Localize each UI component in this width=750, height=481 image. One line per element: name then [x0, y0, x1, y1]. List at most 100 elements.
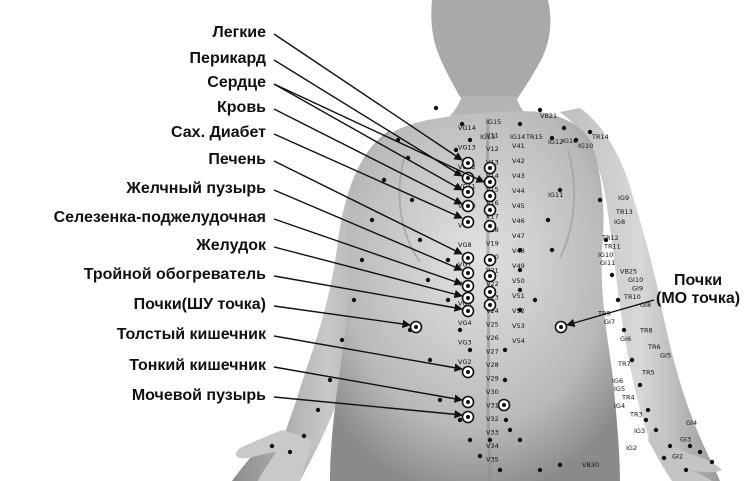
spine-ring-marker-center-center: [488, 166, 492, 170]
sacral-ring-center: [502, 403, 506, 407]
back-acupoint: [468, 138, 472, 142]
spine-ring-marker-center-center: [488, 180, 492, 184]
point-code-v-outer: V46: [512, 217, 525, 225]
arm-acupoint: [288, 450, 292, 454]
back-acupoint: [468, 348, 472, 352]
spine-ring-marker-center-center: [488, 194, 492, 198]
point-code-shoulder: IG13: [480, 133, 495, 141]
back-acupoint: [562, 126, 566, 130]
label-liver: Печень: [208, 151, 266, 169]
label-bladder: Мочевой пузырь: [132, 387, 266, 405]
point-code-arm: IG4: [614, 402, 625, 410]
arm-acupoint: [328, 378, 332, 382]
point-code-shoulder: IG9: [618, 194, 629, 202]
arm-acupoint: [360, 258, 364, 262]
label-triple-heater: Тройной обогреватель: [84, 266, 266, 284]
point-code-arm: IG5: [614, 385, 625, 393]
point-code-v-outer: V42: [512, 157, 525, 165]
point-code-arm: TR8: [639, 326, 653, 334]
point-code-arm: GI7: [604, 318, 615, 326]
spine-ring-marker-center: [466, 256, 470, 260]
point-code-v: V19: [486, 240, 499, 248]
point-code-v: V35: [486, 456, 499, 464]
spine-ring-marker-center: [466, 284, 470, 288]
point-code-vg: VG8: [458, 241, 472, 249]
point-code-arm: IG3: [634, 427, 645, 435]
arm-acupoint: [622, 328, 626, 332]
point-code-v: V33: [486, 429, 499, 437]
spine-ring-marker-center-center: [488, 258, 492, 262]
arm-acupoint: [610, 273, 614, 277]
point-code-v-outer: V54: [512, 337, 525, 345]
point-code-shoulder: TR13: [615, 208, 633, 216]
point-code-arm: TR5: [641, 368, 655, 376]
point-code-v-outer: V47: [512, 232, 525, 240]
point-code-v: V25: [486, 321, 499, 329]
label-kidneys-mo: Почки (МО точка): [656, 272, 740, 308]
point-code-v-outer: V44: [512, 187, 525, 195]
back-acupoint: [428, 358, 432, 362]
label-kidneys-mo-line1: Почки: [656, 272, 740, 290]
point-code-vg: VG13: [458, 144, 476, 152]
point-code-arm: VB30: [582, 461, 599, 469]
back-acupoint: [454, 148, 458, 152]
point-code-arm: GI2: [672, 452, 683, 460]
back-acupoint: [538, 468, 542, 472]
arm-acupoint: [710, 460, 714, 464]
label-kidneys-shu: Почки(ШУ точка): [134, 296, 266, 314]
back-acupoint: [418, 238, 422, 242]
point-code-arm: TR6: [647, 343, 661, 351]
point-code-v-outer: V53: [512, 322, 525, 330]
back-acupoint: [518, 308, 522, 312]
back-acupoint: [518, 122, 522, 126]
spine-ring-marker-center: [466, 370, 470, 374]
spine-ring-marker-center: [466, 415, 470, 419]
point-code-v: V34: [486, 442, 499, 450]
point-code-v-outer: V50: [512, 277, 525, 285]
arm-acupoint: [270, 444, 274, 448]
arm-acupoint: [302, 434, 306, 438]
label-kidneys-mo-line2: (МО точка): [656, 290, 740, 308]
arm-acupoint: [370, 218, 374, 222]
arm-acupoint: [688, 444, 692, 448]
label-spleen-pancreas: Селезенка-поджелудочная: [54, 209, 266, 227]
arm-acupoint: [654, 428, 658, 432]
arm-acupoint: [662, 456, 666, 460]
back-acupoint: [458, 328, 462, 332]
arm-acupoint: [638, 383, 642, 387]
back-acupoint: [410, 198, 414, 202]
label-blood: Кровь: [217, 99, 266, 117]
point-code-arm: IG10: [598, 251, 613, 259]
point-code-v: V12: [486, 145, 499, 153]
point-code-arm: TR4: [621, 394, 635, 402]
back-acupoint: [508, 428, 512, 432]
point-code-shoulder: IG10: [578, 142, 593, 150]
back-acupoint: [504, 418, 508, 422]
point-code-v-outer: V43: [512, 172, 525, 180]
head: [431, 0, 550, 100]
back-acupoint: [438, 398, 442, 402]
point-code-shoulder: IG11: [548, 191, 563, 199]
point-code-arm: IG2: [626, 444, 637, 452]
point-code-arm: GI6: [620, 335, 631, 343]
point-code-v: V31: [486, 402, 499, 410]
point-code-v-outer: V41: [512, 142, 525, 150]
arm-acupoint: [616, 298, 620, 302]
spine-ring-marker-center: [466, 220, 470, 224]
spine-ring-marker-center-center: [488, 224, 492, 228]
point-code-arm: GI4: [686, 419, 697, 427]
point-code-arm: IG6: [612, 377, 623, 385]
arm-acupoint: [646, 408, 650, 412]
back-acupoint: [426, 278, 430, 282]
label-large-intestine: Толстый кишечник: [117, 326, 266, 344]
back-acupoint: [446, 258, 450, 262]
arm-acupoint: [668, 444, 672, 448]
label-gallbladder: Желчный пузырь: [126, 180, 266, 198]
spine-ring-marker-center-center: [488, 274, 492, 278]
back-acupoint: [518, 248, 522, 252]
kidney-shu-ring-left-center: [414, 325, 418, 329]
point-code-arm: GI3: [680, 436, 691, 444]
arm-acupoint: [316, 408, 320, 412]
